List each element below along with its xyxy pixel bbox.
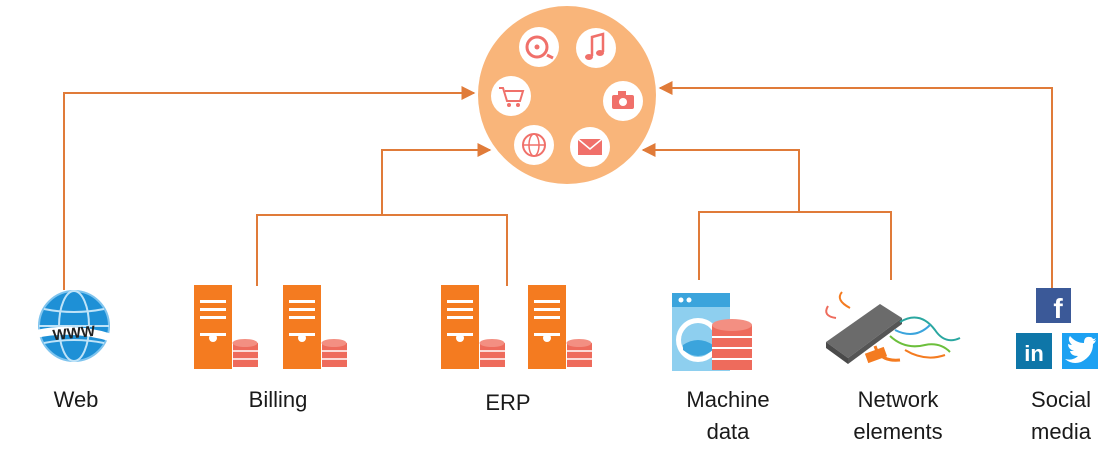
database-icon xyxy=(712,319,752,370)
billing-erp-connector xyxy=(256,214,508,286)
billing-erp-trunk xyxy=(381,143,492,215)
label-line: Web xyxy=(53,387,99,412)
erp-server-icons xyxy=(441,285,592,369)
label-line: Machine xyxy=(686,387,770,412)
label-erp: ERP xyxy=(485,387,530,419)
label-network-elements: Network elements xyxy=(853,384,942,448)
label-line: ERP xyxy=(485,390,531,415)
globe-icon xyxy=(514,125,554,165)
svg-text:WWW: WWW xyxy=(52,323,97,344)
label-line: media xyxy=(1031,419,1091,444)
machine-network-trunk xyxy=(641,143,800,212)
mail-icon xyxy=(570,127,610,167)
music-note-icon xyxy=(576,28,616,68)
facebook-icon: f xyxy=(1036,288,1071,324)
server-icon xyxy=(194,285,232,369)
server-icon xyxy=(283,285,321,369)
label-line: Network xyxy=(857,387,939,412)
label-billing: Billing xyxy=(249,384,308,416)
shopping-cart-icon xyxy=(491,76,531,116)
connectors xyxy=(63,81,1053,290)
web-connector xyxy=(63,86,476,290)
linkedin-icon: in xyxy=(1016,333,1052,369)
label-line: Social xyxy=(1031,387,1091,412)
camera-icon xyxy=(603,81,643,121)
label-line: data xyxy=(706,419,750,444)
social-media-icons: f in xyxy=(1016,288,1098,369)
label-machine-data: Machine data xyxy=(686,384,769,448)
label-web: Web xyxy=(54,384,99,416)
server-icon xyxy=(441,285,479,369)
linkedin-glyph: in xyxy=(1024,341,1044,366)
database-icon xyxy=(321,339,347,367)
database-icon xyxy=(232,339,258,367)
central-hub xyxy=(478,6,656,184)
machine-network-connector xyxy=(698,211,892,280)
social-connector xyxy=(658,81,1053,288)
database-icon xyxy=(479,339,505,367)
film-reel-icon xyxy=(519,27,559,67)
billing-server-icons xyxy=(194,285,347,369)
server-icon xyxy=(528,285,566,369)
web-globe-icon: WWW xyxy=(36,290,112,362)
label-social-media: Social media xyxy=(1031,384,1091,448)
label-line: Billing xyxy=(248,387,308,412)
twitter-icon xyxy=(1062,333,1098,369)
database-icon xyxy=(566,339,592,367)
label-line: elements xyxy=(853,419,943,444)
washing-machine-icon xyxy=(672,293,730,371)
network-switch-icon xyxy=(825,291,961,364)
facebook-glyph: f xyxy=(1053,293,1063,324)
